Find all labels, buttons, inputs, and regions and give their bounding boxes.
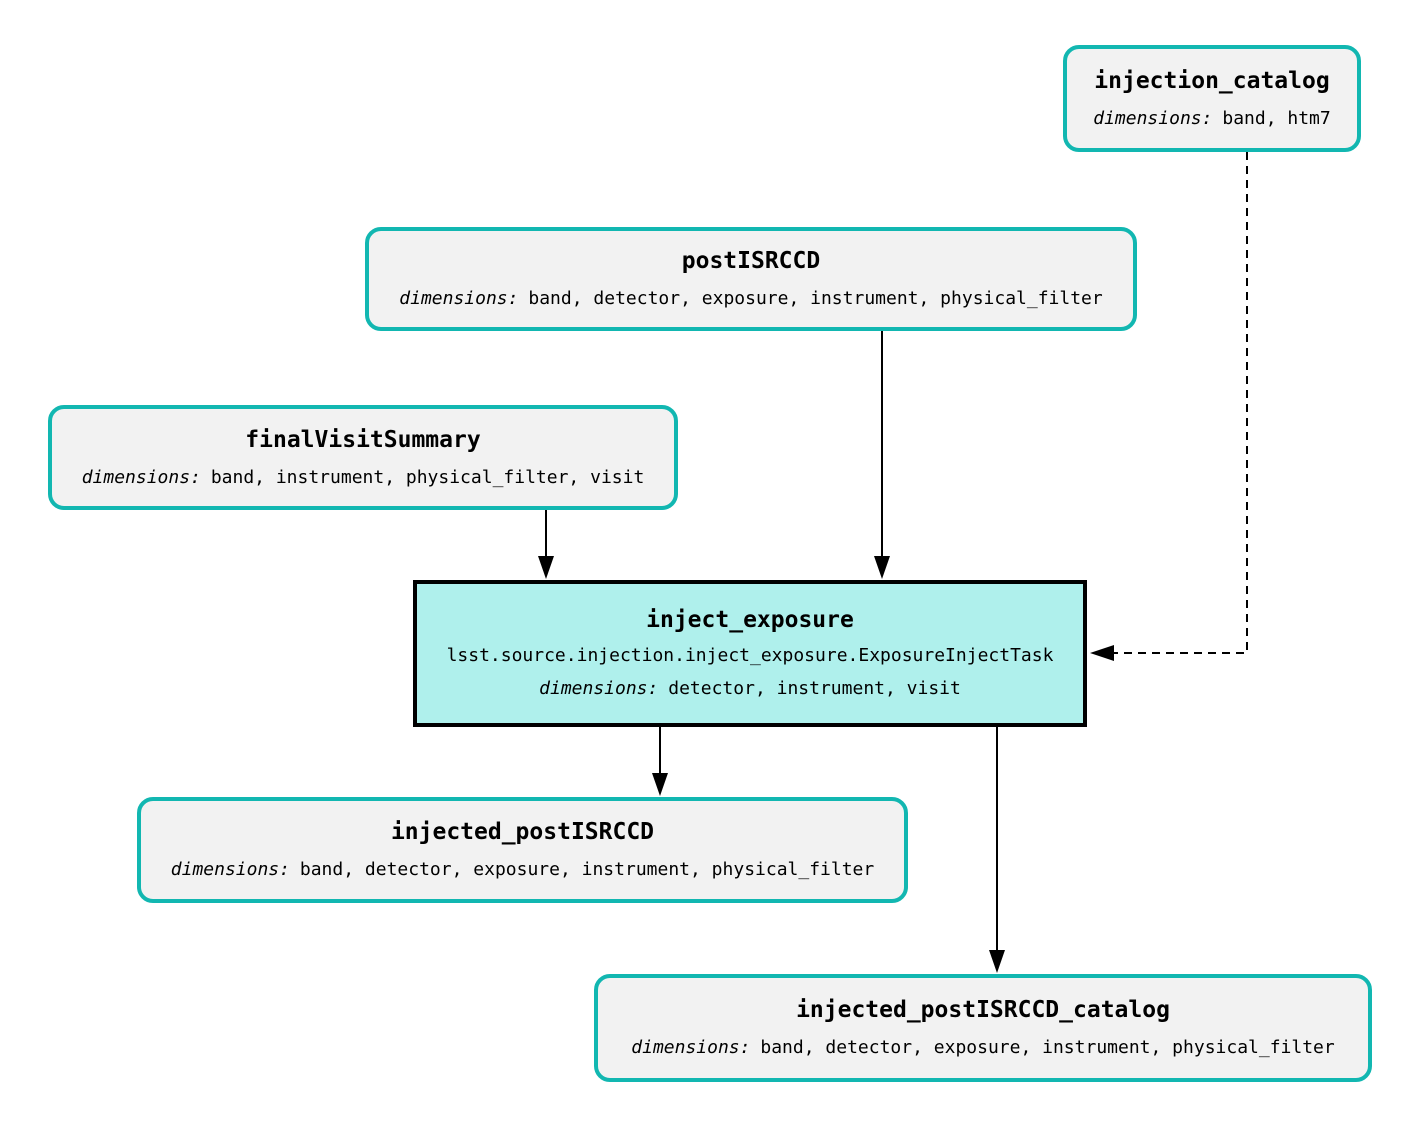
- edge-postisrccd-to-inject-exposure: [874, 331, 890, 579]
- dimensions-values: band, instrument, physical_filter, visit: [210, 466, 645, 488]
- node-title: finalVisitSummary: [245, 426, 481, 453]
- edge-inject-exposure-to-injected-postisrccd-catalog: [989, 727, 1005, 973]
- dimensions-values: band, detector, exposure, instrument, ph…: [760, 1037, 1335, 1058]
- node-title: injected_postISRCCD_catalog: [796, 997, 1170, 1023]
- dimensions-label: dimensions:: [399, 288, 519, 309]
- node-postisrccd: postISRCCD dimensions: band, detector, ex…: [365, 227, 1137, 331]
- edge-inject-exposure-to-injected-postisrccd: [652, 727, 668, 796]
- dimensions-label: dimensions:: [81, 466, 201, 488]
- node-inject-exposure-task: inject_exposure lsst.source.injection.in…: [413, 580, 1087, 727]
- node-dimensions: dimensions: band, detector, exposure, ins…: [399, 290, 1102, 308]
- node-title: injection_catalog: [1094, 67, 1330, 94]
- node-injected-postisrccd-catalog: injected_postISRCCD_catalog dimensions: b…: [594, 974, 1372, 1082]
- node-injection-catalog: injection_catalog dimensions: band, htm7: [1063, 45, 1361, 152]
- node-dimensions: dimensions: band, detector, exposure, ins…: [631, 1039, 1334, 1057]
- dimensions-values: band, detector, exposure, instrument, ph…: [528, 288, 1103, 309]
- dimensions-label: dimensions:: [1093, 107, 1213, 129]
- dimensions-values: band, htm7: [1222, 107, 1331, 129]
- dimensions-values: band, detector, exposure, instrument, ph…: [299, 859, 875, 880]
- node-dimensions: dimensions: detector, instrument, visit: [539, 680, 961, 698]
- node-title: postISRCCD: [681, 248, 821, 274]
- dimensions-label: dimensions:: [631, 1037, 751, 1058]
- task-class-path: lsst.source.injection.inject_exposure.Ex…: [446, 645, 1054, 666]
- node-injected-postisrccd: injected_postISRCCD dimensions: band, det…: [137, 797, 908, 903]
- node-finalvisitsummary: finalVisitSummary dimensions: band, instr…: [48, 405, 678, 510]
- dimensions-label: dimensions:: [539, 678, 659, 699]
- dimensions-values: detector, instrument, visit: [668, 678, 961, 699]
- node-title: inject_exposure: [646, 607, 854, 633]
- edge-injection-catalog-to-inject-exposure: [1090, 152, 1248, 661]
- edge-finalvisitsummary-to-inject-exposure: [538, 510, 554, 579]
- node-title: injected_postISRCCD: [390, 819, 655, 845]
- node-dimensions: dimensions: band, detector, exposure, ins…: [171, 861, 874, 879]
- node-dimensions: dimensions: band, instrument, physical_fi…: [81, 466, 645, 488]
- node-dimensions: dimensions: band, htm7: [1093, 107, 1331, 129]
- dimensions-label: dimensions:: [170, 859, 290, 880]
